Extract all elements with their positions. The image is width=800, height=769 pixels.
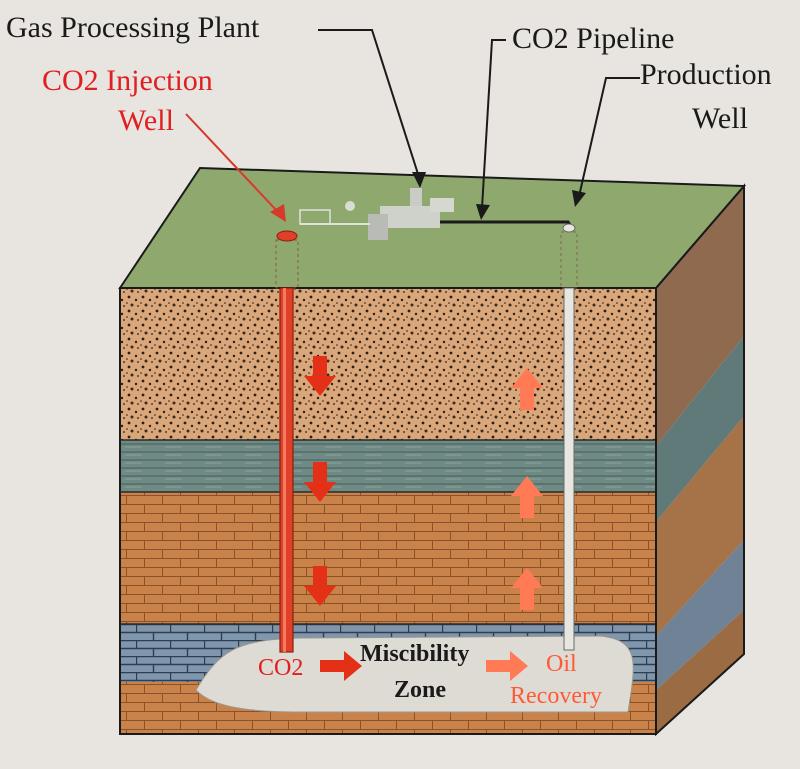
miscibility-label-line1: Miscibility (360, 641, 470, 667)
up-arrow (511, 368, 543, 410)
oil-recovery-label-line2: Recovery (510, 683, 602, 709)
gas-processing-plant-icon (299, 188, 454, 240)
production-well (560, 223, 578, 651)
limestone-layer (120, 492, 656, 624)
co2-injection-well-label-line2: Well (118, 104, 174, 137)
co2-pipeline-label: CO2 Pipeline (512, 22, 675, 55)
production-well-label-line1: Production (640, 58, 772, 91)
up-arrow (511, 476, 543, 518)
co2-zone-label: CO2 (258, 655, 304, 681)
shale-layer (120, 440, 656, 492)
pipeline-leader (481, 39, 506, 209)
oil-recovery-label-line1: Oil (546, 651, 577, 677)
co2-injection-well-label-line1: CO2 Injection (42, 64, 213, 97)
down-arrow (304, 356, 336, 396)
gas-processing-plant-label: Gas Processing Plant (6, 11, 260, 44)
sandstone-layer (120, 288, 656, 440)
injection-well (275, 230, 299, 653)
production-well-label-line2: Well (692, 102, 748, 135)
miscibility-zone (195, 635, 634, 713)
right-arrow (320, 651, 362, 681)
down-arrow (304, 462, 336, 502)
injection-well-leader (185, 113, 279, 213)
production-well-leader (579, 77, 640, 193)
gas-plant-leader (318, 29, 419, 175)
right-arrow (486, 651, 528, 681)
down-arrow (304, 566, 336, 606)
miscibility-label-line2: Zone (394, 677, 447, 703)
up-arrow (511, 568, 543, 610)
